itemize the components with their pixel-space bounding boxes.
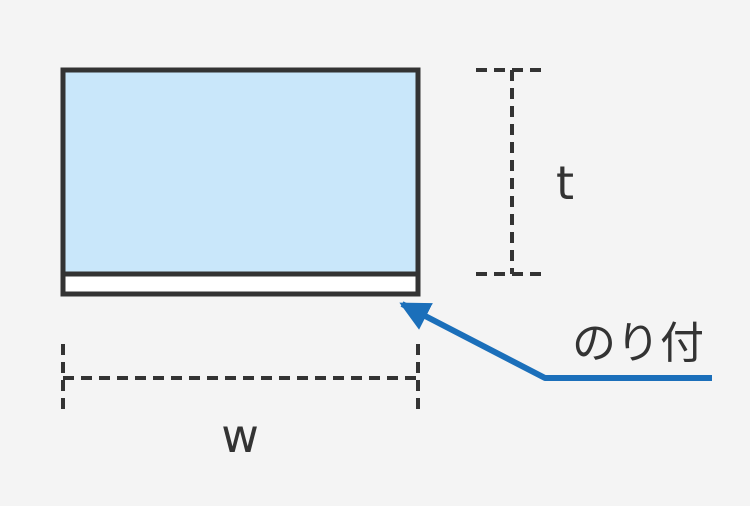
adhesive-label: のり付: [572, 318, 704, 369]
width-dimension: [61, 344, 420, 414]
adhesive-arrow: [399, 301, 712, 381]
width-label: w: [221, 409, 259, 463]
sheet-body: [60, 67, 421, 277]
thickness-label: t: [556, 156, 574, 210]
thickness-dimension: [476, 68, 546, 276]
adhesive-strip: [60, 271, 421, 297]
